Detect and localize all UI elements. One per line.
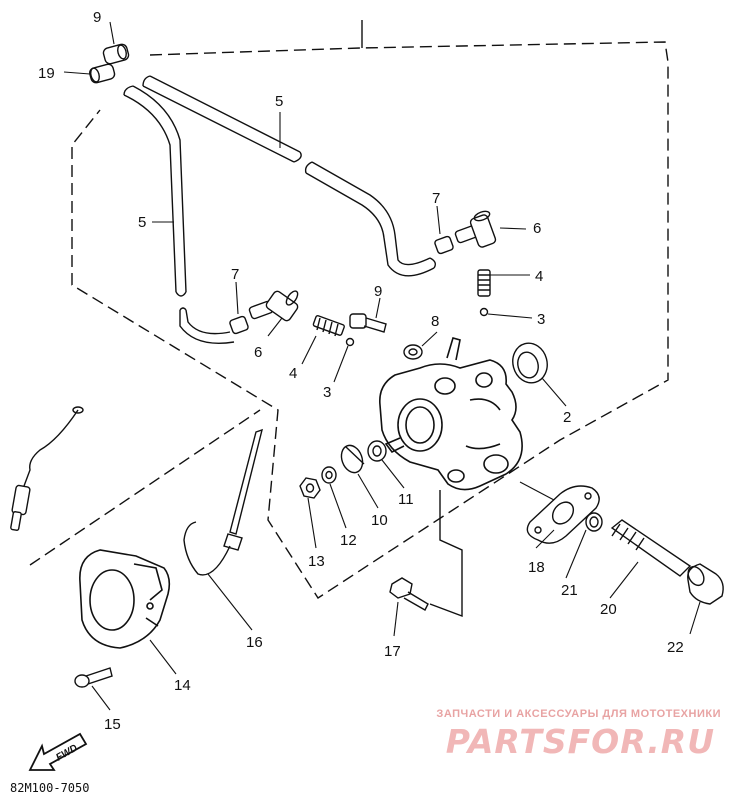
callout-13: 13 [308,553,325,570]
joint-part-7-left [229,315,249,335]
spring-part-4-left [312,315,345,337]
callout-16: 16 [246,634,263,651]
watermark-logo: PARTSFOR.RU [445,722,715,761]
callout-6-right: 6 [533,220,541,237]
diagram-code: 82M100-7050 [10,781,89,795]
elbow-part-6-right [454,210,497,248]
fwd-arrow-icon [28,732,88,771]
seal-part-11 [367,440,387,462]
callout-9-top: 9 [93,9,101,26]
gear-part-10 [340,444,365,474]
callout-17: 17 [384,643,401,660]
callout-18: 18 [528,559,545,576]
callout-11: 11 [398,491,414,508]
o-ring-part-21 [585,512,603,532]
callout-7-right: 7 [432,190,440,207]
hose-left-part-5 [123,85,235,344]
washer-part-8 [403,344,423,360]
callout-8: 8 [431,313,439,330]
bolt-part-9 [349,313,387,333]
callout-15: 15 [104,716,121,733]
callout-4-right: 4 [535,268,543,285]
pump-body [378,337,523,491]
joint-part-7-right [434,235,454,255]
nut-part-13 [299,477,321,499]
callout-21: 21 [561,582,578,599]
callout-6-left: 6 [254,344,262,361]
callout-7-left: 7 [231,266,239,283]
clip-part-19 [89,63,116,84]
callout-4-left: 4 [289,365,297,382]
callout-labels: 9 19 5 5 7 6 7 6 4 3 9 4 3 8 2 11 10 12 … [38,9,684,733]
callout-5-upper: 5 [275,93,283,110]
hose-upper-part-5 [142,75,437,277]
cable-left [10,406,84,531]
callout-2: 2 [563,409,571,426]
callout-22: 22 [667,639,684,656]
ball-part-3-left [345,337,355,347]
assembly-bracket-line [429,490,463,618]
ball-part-3-right [479,307,489,317]
callout-9-middle: 9 [374,283,382,300]
washer-part-12 [321,466,337,484]
gasket-part-18 [526,485,600,544]
cap-part-22 [687,563,724,605]
spring-part-4-right [477,269,491,297]
callout-20: 20 [600,601,617,618]
cover-part-14 [79,549,171,649]
bolt-part-17 [389,577,429,611]
elbow-part-6-left [248,290,299,322]
callout-12: 12 [340,532,357,549]
screw-part-15 [74,667,113,688]
leader-lines [63,21,701,711]
cable-part-16 [183,428,263,576]
callout-5-left: 5 [138,214,146,231]
callout-3-left: 3 [323,384,331,401]
oil-seal-part-2 [512,342,548,384]
callout-3-right: 3 [537,311,545,328]
callout-14: 14 [174,677,191,694]
dashed-outline [29,41,669,599]
clip-part-9 [102,43,130,65]
callout-19: 19 [38,65,55,82]
watermark-tagline: ЗАПЧАСТИ И АКСЕССУАРЫ ДЛЯ МОТОТЕХНИКИ [436,708,721,720]
shaft-part-20 [610,519,692,577]
callout-10: 10 [371,512,388,529]
